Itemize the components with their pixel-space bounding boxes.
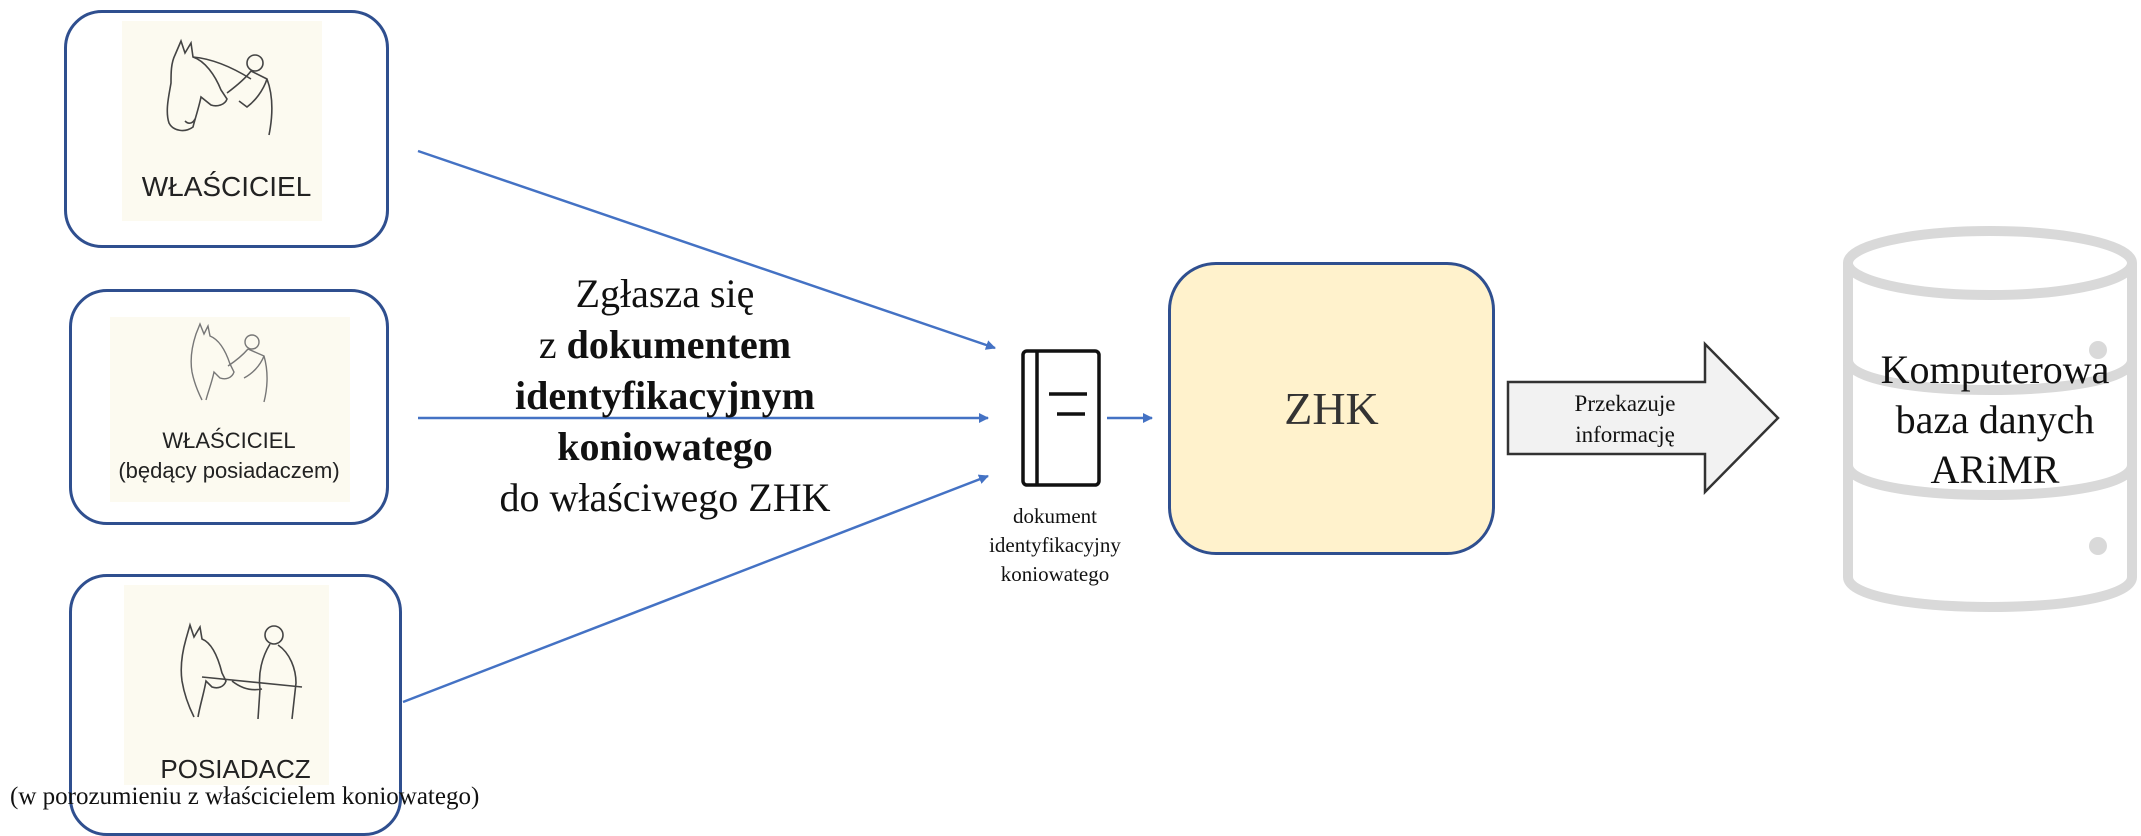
horse-and-person-icon: [166, 38, 273, 136]
holder-footnote: (w porozumieniu z właścicielem koniowate…: [10, 783, 480, 810]
center-line-2-bold: dokumentem: [566, 322, 792, 367]
actor-owner-holder-box: WŁAŚCICIEL (będący posiadaczem): [69, 289, 389, 525]
book-icon: [1021, 349, 1101, 487]
transfer-arrow-shape: [1506, 340, 1780, 496]
center-line-5: do właściwego ZHK: [499, 475, 831, 520]
center-line-3: identyfikacyjnym: [515, 373, 815, 418]
database-icon: [1843, 226, 2137, 612]
actor-owner-holder-label: WŁAŚCICIEL: [162, 428, 296, 453]
transfer-label: Przekazuje informację: [1510, 388, 1740, 450]
horse-and-person-icon: [190, 322, 268, 403]
center-line-4: koniowatego: [557, 424, 773, 469]
arrow-owner-to-document: [417, 149, 996, 350]
document-caption: dokument identyfikacyjny koniowatego: [960, 502, 1150, 589]
actor-owner-holder-panel: [110, 317, 350, 502]
actor-owner-panel: [122, 21, 322, 221]
document-caption-line-1: dokument: [1013, 504, 1097, 528]
zhk-box: ZHK: [1168, 262, 1495, 555]
arrow-holder-to-document: [402, 474, 989, 704]
transfer-label-line-1: Przekazuje: [1574, 391, 1676, 416]
actor-holder-label: POSIADACZ: [160, 754, 311, 784]
actor-owner-holder-sublabel: (będący posiadaczem): [118, 458, 340, 483]
database-label: Komputerowa baza danych ARiMR: [1850, 345, 2140, 495]
center-line-2: z dokumentem: [440, 319, 890, 370]
document-caption-line-3: koniowatego: [1000, 562, 1110, 586]
horse-and-person-icon: [180, 622, 303, 720]
database-label-line-2: baza danych: [1895, 397, 2095, 442]
actor-owner-label: WŁAŚCICIEL: [141, 171, 312, 202]
database-label-line-1: Komputerowa: [1880, 347, 2110, 392]
transfer-label-line-2: informację: [1575, 422, 1675, 447]
center-line-1: Zgłasza się: [575, 271, 755, 316]
actor-holder-panel: [124, 585, 329, 785]
database-label-line-3: ARiMR: [1930, 447, 2060, 492]
center-line-2-prefix: z: [538, 322, 567, 367]
zhk-label: ZHK: [1284, 383, 1379, 434]
actor-owner-box: WŁAŚCICIEL: [64, 10, 389, 248]
center-description: Zgłasza się z dokumentem identyfikacyjny…: [440, 268, 890, 523]
document-caption-line-2: identyfikacyjny: [989, 533, 1121, 557]
